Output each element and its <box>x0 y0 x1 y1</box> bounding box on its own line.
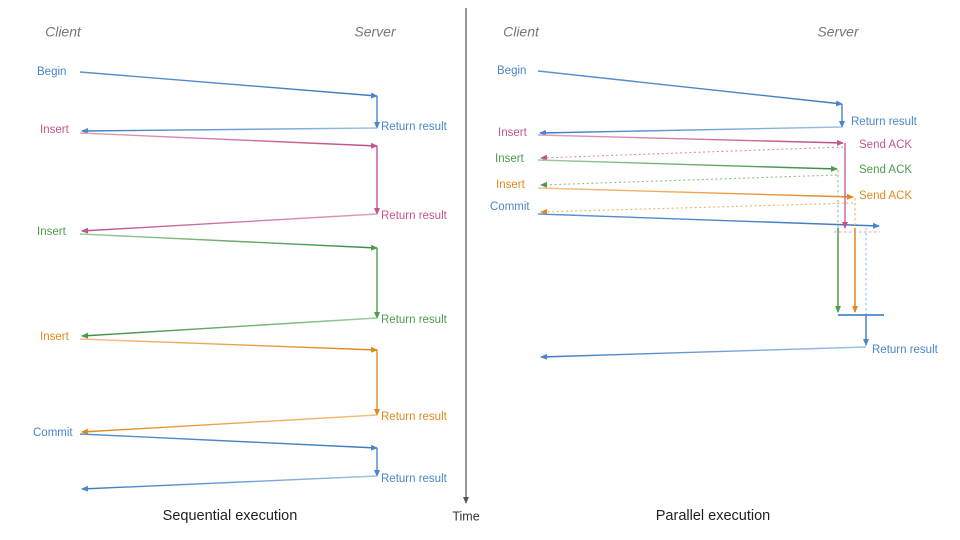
message-label-insert-2-left: Insert <box>37 226 67 238</box>
message-begin-right: Begin <box>497 65 843 107</box>
panel-sequential: Client Server Begin Return result Insert… <box>33 24 448 524</box>
message-label-return-5-left: Return result <box>381 473 448 485</box>
message-ack-3-right: Send ACK <box>540 190 912 215</box>
time-axis-label: Time <box>452 509 479 523</box>
time-axis: Time <box>452 8 480 523</box>
message-label-ack-1-right: Send ACK <box>859 139 912 151</box>
message-commit-left: Commit <box>33 427 378 451</box>
message-ack-1-right: Send ACK <box>540 139 912 161</box>
message-label-insert-3-right: Insert <box>496 179 526 191</box>
message-label-return-2-left: Return result <box>381 210 448 222</box>
message-return-1-left: Return result <box>81 121 448 134</box>
actor-label-client-left: Client <box>45 24 82 40</box>
caption-parallel: Parallel execution <box>656 508 770 524</box>
message-label-ack-3-right: Send ACK <box>859 190 912 202</box>
message-begin-left: Begin <box>37 66 378 99</box>
message-commit-right: Commit <box>490 201 880 229</box>
message-insert-3-left: Insert <box>40 331 378 353</box>
message-return-3-left: Return result <box>81 314 448 339</box>
message-label-insert-1-right: Insert <box>498 127 528 139</box>
message-label-begin-left: Begin <box>37 66 66 78</box>
message-return-final-right: Return result <box>540 344 939 360</box>
actor-label-server-left: Server <box>354 24 397 40</box>
actor-label-server-right: Server <box>817 24 860 40</box>
message-label-return-final-right: Return result <box>872 344 939 356</box>
message-label-return-3-left: Return result <box>381 314 448 326</box>
message-insert-2-left: Insert <box>37 226 378 251</box>
message-ack-2-right: Send ACK <box>540 164 912 188</box>
message-return-4-left: Return result <box>81 411 448 435</box>
message-label-commit-right: Commit <box>490 201 530 213</box>
message-return-5-left: Return result <box>81 473 448 492</box>
message-label-begin-right: Begin <box>497 65 526 77</box>
message-label-commit-left: Commit <box>33 427 73 439</box>
message-return-2-left: Return result <box>81 210 448 234</box>
message-label-insert-1-left: Insert <box>40 124 70 136</box>
message-return-begin-right: Return result <box>539 116 918 136</box>
message-insert-1-left: Insert <box>40 124 378 149</box>
message-label-return-4-left: Return result <box>381 411 448 423</box>
message-insert-1-right: Insert <box>498 127 844 146</box>
message-label-insert-3-left: Insert <box>40 331 70 343</box>
caption-sequential: Sequential execution <box>163 508 298 524</box>
message-insert-3-right: Insert <box>496 179 854 200</box>
message-label-return-1-left: Return result <box>381 121 448 133</box>
message-label-insert-2-right: Insert <box>495 153 525 165</box>
message-label-ack-2-right: Send ACK <box>859 164 912 176</box>
panel-parallel: Client Server Begin Return result Insert… <box>490 24 939 524</box>
message-insert-2-right: Insert <box>495 153 838 172</box>
actor-label-client-right: Client <box>503 24 540 40</box>
message-label-return-begin-right: Return result <box>851 116 918 128</box>
